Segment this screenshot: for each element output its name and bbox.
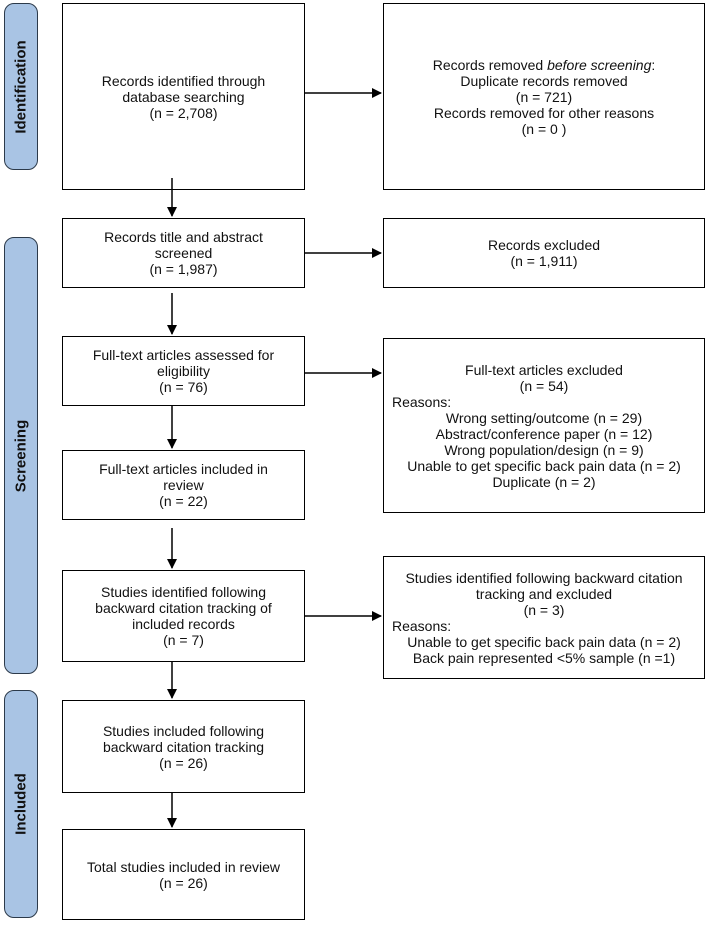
box-fulltext-assessed: Full-text articles assessed for eligibil… [62, 336, 305, 406]
phase-included: Included [4, 690, 38, 918]
box-citation-identified-title: Studies identified following backward ci… [95, 584, 272, 632]
box-citation-excluded-title: Studies identified following backward ci… [405, 569, 683, 602]
fulltext-excluded-reason: Wrong setting/outcome (n = 29) [445, 409, 643, 426]
citation-excluded-reason: Back pain represented <5% sample (n =1) [412, 649, 676, 666]
phase-identification: Identification [4, 3, 38, 170]
removed-line1-suffix: : [651, 56, 656, 73]
citation-excluded-reason: Unable to get specific back pain data (n… [407, 633, 681, 650]
box-records-identified-title: Records identified through database sear… [101, 72, 266, 105]
box-records-removed-line3: (n = 721) [515, 88, 573, 105]
box-records-identified: Records identified through database sear… [62, 3, 305, 190]
fulltext-excluded-reason: Unable to get specific back pain data (n… [407, 457, 681, 474]
box-records-screened: Records title and abstract screened (n =… [62, 218, 305, 288]
box-records-excluded-count: (n = 1,911) [510, 253, 578, 269]
box-records-screened-count: (n = 1,987) [149, 261, 218, 277]
box-citation-excluded: Studies identified following backward ci… [383, 556, 705, 679]
fulltext-excluded-reason: Duplicate (n = 2) [492, 473, 596, 490]
removed-line1-emphasis: before screening [547, 56, 652, 73]
box-fulltext-included: Full-text articles included in review (n… [62, 450, 305, 520]
box-records-excluded-title: Records excluded [487, 237, 601, 253]
box-citation-excluded-reasons-label: Reasons: [392, 617, 452, 634]
box-total-included-count: (n = 26) [159, 874, 208, 891]
box-records-identified-count: (n = 2,708) [149, 104, 218, 121]
box-fulltext-included-title: Full-text articles included in review [99, 461, 268, 493]
box-citation-excluded-count: (n = 3) [523, 601, 565, 618]
box-fulltext-included-count: (n = 22) [159, 493, 208, 509]
box-citation-included: Studies included following backward cita… [62, 700, 305, 793]
box-fulltext-excluded-count: (n = 54) [519, 377, 569, 394]
box-records-removed-line4: Records removed for other reasons [433, 104, 655, 121]
phase-screening: Screening [4, 237, 38, 674]
box-records-screened-title: Records title and abstract screened [104, 229, 263, 261]
fulltext-excluded-reason: Abstract/conference paper (n = 12) [435, 425, 653, 442]
box-records-removed-line1: Records removed before screening: [433, 57, 656, 73]
box-fulltext-excluded: Full-text articles excluded (n = 54) Rea… [383, 338, 705, 513]
box-total-included: Total studies included in review (n = 26… [62, 829, 305, 920]
box-citation-included-count: (n = 26) [159, 754, 208, 771]
box-fulltext-assessed-count: (n = 76) [159, 379, 208, 395]
box-records-removed: Records removed before screening: Duplic… [383, 3, 705, 190]
box-citation-identified: Studies identified following backward ci… [62, 570, 305, 662]
box-records-removed-line2: Duplicate records removed [460, 72, 628, 89]
box-citation-included-title: Studies included following backward cita… [102, 722, 265, 755]
removed-line1-prefix: Records removed [432, 56, 548, 73]
box-records-removed-line5: (n = 0 ) [521, 120, 567, 137]
box-fulltext-assessed-title: Full-text articles assessed for eligibil… [92, 347, 275, 379]
box-citation-identified-count: (n = 7) [163, 632, 204, 648]
box-fulltext-excluded-reasons-label: Reasons: [392, 393, 452, 410]
fulltext-excluded-reason: Wrong population/design (n = 9) [444, 441, 644, 458]
box-records-excluded: Records excluded (n = 1,911) [383, 218, 705, 288]
box-total-included-title: Total studies included in review [87, 858, 280, 875]
box-fulltext-excluded-title: Full-text articles excluded [465, 361, 623, 378]
